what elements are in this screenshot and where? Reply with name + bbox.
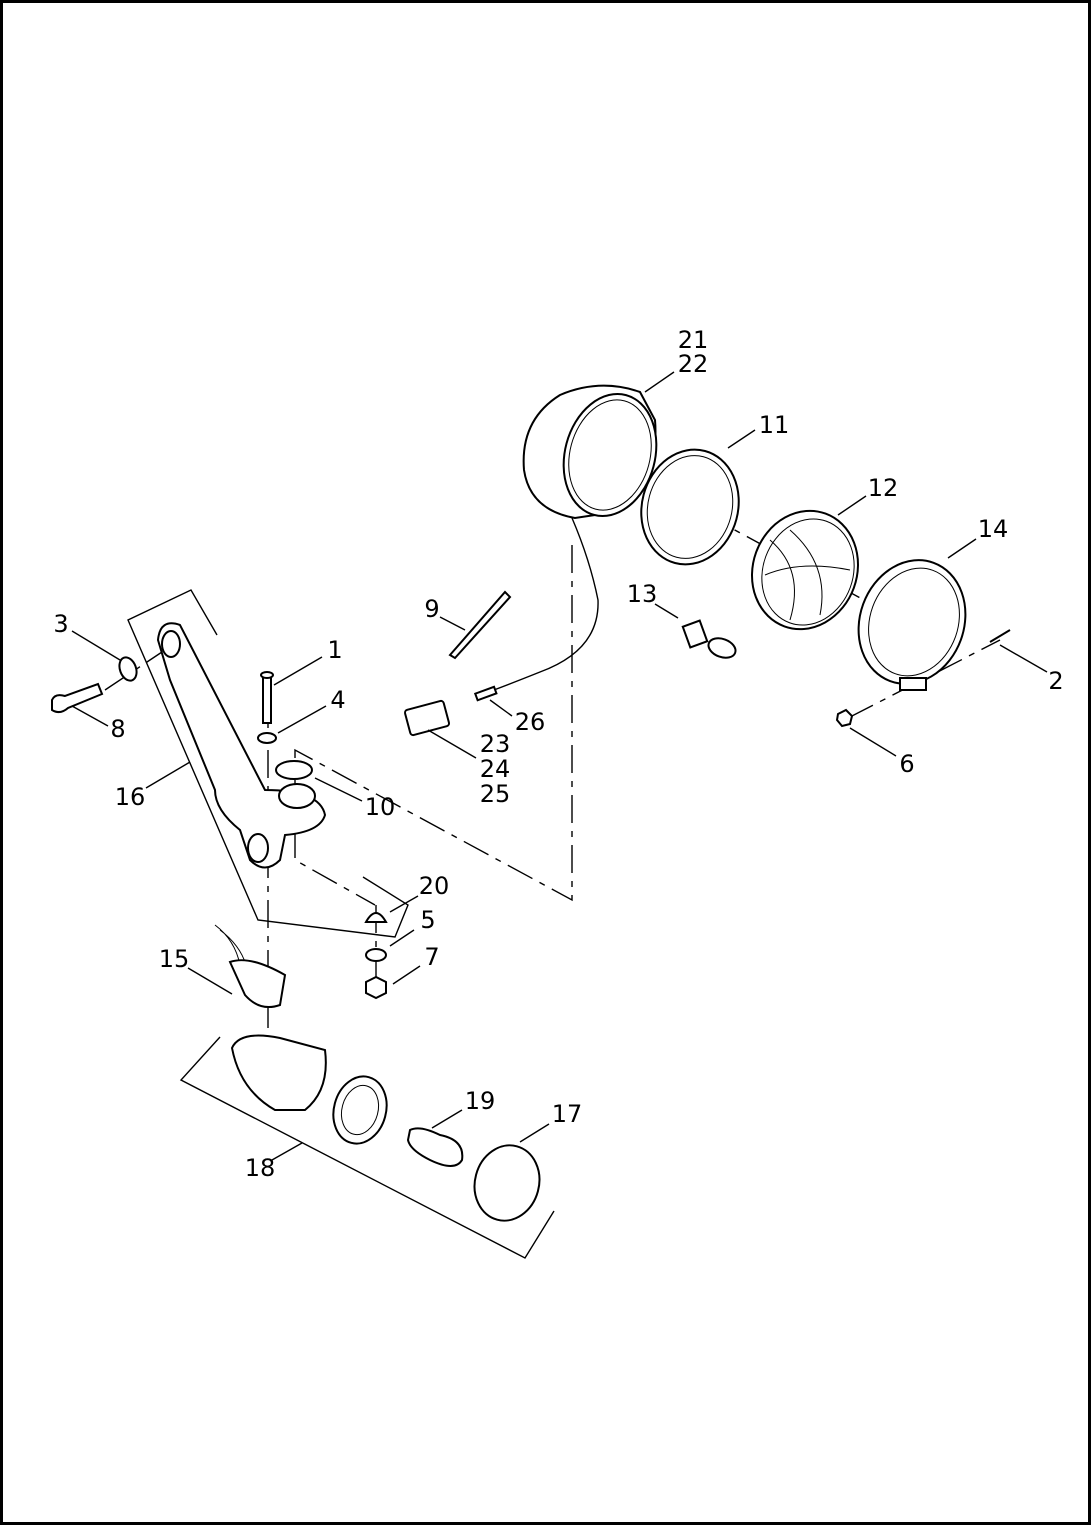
trim-ring — [857, 559, 967, 691]
cable-strap — [448, 590, 512, 660]
callout-20: 20 — [419, 872, 450, 900]
cap — [364, 912, 388, 923]
callout-22: 22 — [678, 350, 709, 378]
callouts: 21 22 11 12 14 13 9 3 1 2 4 26 8 23 24 2… — [53, 326, 1063, 1182]
callout-25: 25 — [480, 780, 511, 808]
callout-8: 8 — [110, 715, 125, 743]
callout-15: 15 — [159, 945, 190, 973]
lock-washer — [365, 948, 387, 962]
terminal — [473, 685, 498, 702]
mounting-bracket — [156, 622, 327, 869]
nut — [365, 975, 387, 1000]
callout-26: 26 — [515, 708, 546, 736]
washer — [118, 656, 138, 682]
callout-9: 9 — [424, 595, 439, 623]
callout-16: 16 — [115, 783, 146, 811]
callout-13: 13 — [627, 580, 658, 608]
washer — [275, 760, 313, 780]
bolt — [51, 682, 104, 714]
callout-6: 6 — [899, 750, 914, 778]
callout-4: 4 — [330, 686, 345, 714]
washer — [257, 732, 277, 744]
callout-12: 12 — [868, 474, 899, 502]
retaining-ring — [640, 448, 740, 566]
callout-5: 5 — [420, 906, 435, 934]
callout-7: 7 — [424, 943, 439, 971]
bolt — [262, 674, 272, 724]
headlamp-lens — [751, 509, 859, 631]
callout-17: 17 — [552, 1100, 583, 1128]
callout-11: 11 — [759, 411, 790, 439]
screw — [989, 629, 1011, 643]
callout-24: 24 — [480, 755, 511, 783]
leader-lines — [71, 371, 1048, 1161]
callout-10: 10 — [365, 793, 396, 821]
callout-2: 2 — [1048, 667, 1063, 695]
callout-21: 21 — [678, 326, 709, 354]
headlamp-bulb — [681, 619, 737, 659]
callout-14: 14 — [978, 515, 1009, 543]
callout-3: 3 — [53, 610, 68, 638]
turn-signal — [214, 924, 541, 1222]
connector — [403, 699, 451, 737]
callout-23: 23 — [480, 730, 511, 758]
callout-19: 19 — [465, 1087, 496, 1115]
callout-18: 18 — [245, 1154, 276, 1182]
callout-1: 1 — [327, 636, 342, 664]
headlamp-housing — [479, 384, 658, 696]
nut — [835, 708, 854, 728]
